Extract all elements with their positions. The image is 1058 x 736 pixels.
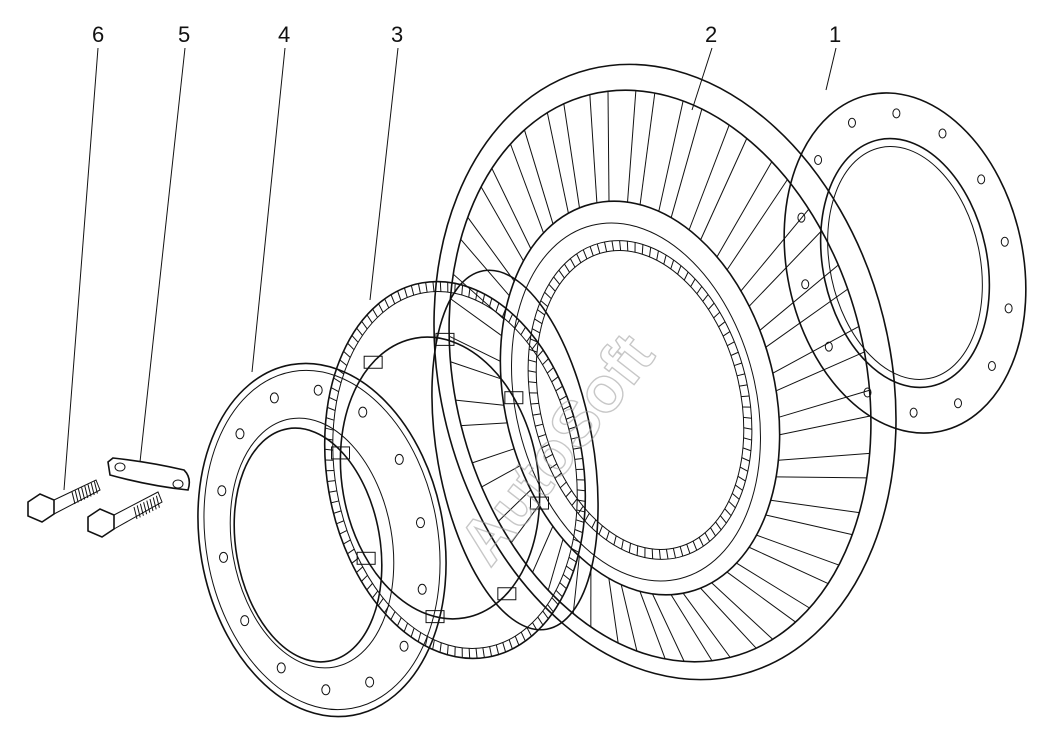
callout-3: 3: [391, 22, 403, 47]
part-6-bolts: [27, 479, 163, 538]
callout-leaders: [63, 47, 837, 491]
callout-5: 5: [178, 22, 190, 47]
part-3-ring-gear: [323, 269, 599, 660]
part-4-flange: [197, 362, 447, 718]
part-1-gasket: [783, 92, 1027, 434]
callout-2: 2: [705, 22, 717, 47]
callout-4: 4: [278, 22, 290, 47]
part-2-hub-housing: [433, 63, 897, 681]
part-5-lock-plate: [107, 457, 191, 491]
callout-6: 6: [92, 22, 104, 47]
watermark-text: AutoSoft: [445, 320, 668, 577]
callout-1: 1: [829, 22, 841, 47]
